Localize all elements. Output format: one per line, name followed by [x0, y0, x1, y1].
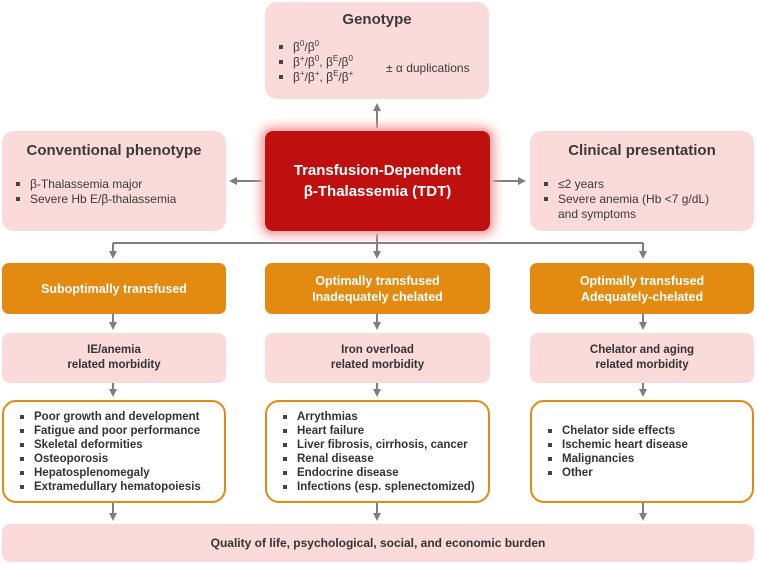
list-item: Chelator side effects [548, 424, 742, 438]
list-item: Osteoporosis [20, 452, 214, 466]
inadequately-chelated-header: Optimally transfused Inadequately chelat… [265, 263, 490, 314]
morbidity-line: related morbidity [595, 359, 689, 371]
list-item: Fatigue and poor performance [20, 424, 214, 438]
list-item: Severe Hb E/β-thalassemia [16, 192, 176, 207]
list-item: Poor growth and development [20, 410, 214, 424]
list-item: Malignancies [548, 452, 742, 466]
col3-morbidity-list-box: Chelator side effects Ischemic heart dis… [530, 400, 754, 503]
header-line: Adequately-chelated [580, 289, 704, 304]
ie-anemia-morbidity-box: IE/anemia related morbidity [2, 333, 226, 383]
list-item: ≤2 years [544, 177, 709, 192]
col3-morbidity-list: Chelator side effects Ischemic heart dis… [548, 424, 742, 480]
quality-of-life-footer: Quality of life, psychological, social, … [2, 524, 754, 562]
chelator-aging-morbidity-box: Chelator and aging related morbidity [530, 333, 754, 383]
header-line: Suboptimally transfused [41, 281, 187, 296]
list-item: Liver fibrosis, cirrhosis, cancer [283, 438, 478, 452]
genotype-item: β+/β+, βE/β+ [279, 70, 353, 85]
clinical-presentation-title: Clinical presentation [568, 142, 716, 159]
clinical-presentation-box: Clinical presentation ≤2 years Severe an… [530, 131, 754, 231]
header-line: Inadequately chelated [312, 289, 443, 304]
list-item: Endocrine disease [283, 466, 478, 480]
tdt-title-line2: β-Thalassemia (TDT) [303, 183, 452, 200]
conventional-phenotype-title: Conventional phenotype [26, 142, 202, 159]
conventional-phenotype-box: Conventional phenotype β-Thalassemia maj… [2, 131, 226, 231]
list-item: Extramedullary hematopoiesis [20, 480, 214, 494]
list-item: Skeletal deformities [20, 438, 214, 452]
morbidity-line: Chelator and aging [589, 344, 695, 356]
list-item: Heart failure [283, 424, 478, 438]
tdt-title-line1: Transfusion-Dependent [293, 162, 462, 179]
header-line: Optimally transfused [579, 273, 705, 288]
list-item: Infections (esp. splenectomized) [283, 480, 478, 494]
list-item: Hepatosplenomegaly [20, 466, 214, 480]
duplications-note: ± α duplications [386, 61, 470, 75]
col1-morbidity-list-box: Poor growth and development Fatigue and … [2, 400, 226, 503]
col1-morbidity-list: Poor growth and development Fatigue and … [20, 410, 214, 494]
header-line: Optimally transfused [315, 273, 440, 288]
clinical-continuation: and symptoms [558, 207, 637, 221]
clinical-presentation-list: ≤2 years Severe anemia (Hb <7 g/dL) [544, 177, 709, 207]
morbidity-line: related morbidity [67, 359, 161, 371]
col2-morbidity-list: Arrythmias Heart failure Liver fibrosis,… [283, 410, 478, 494]
list-item: Arrythmias [283, 410, 478, 424]
list-item: Renal disease [283, 452, 478, 466]
list-item: β-Thalassemia major [16, 177, 176, 192]
genotype-item: β+/β0, βE/β0 [279, 55, 353, 70]
list-item: Other [548, 466, 742, 480]
list-item: Severe anemia (Hb <7 g/dL) [544, 192, 709, 207]
iron-overload-morbidity-box: Iron overload related morbidity [265, 333, 490, 383]
suboptimally-transfused-header: Suboptimally transfused [2, 263, 226, 314]
conventional-phenotype-list: β-Thalassemia major Severe Hb E/β-thalas… [16, 177, 176, 207]
morbidity-line: related morbidity [330, 359, 425, 371]
list-item: Ischemic heart disease [548, 438, 742, 452]
morbidity-line: Iron overload [341, 344, 414, 356]
morbidity-line: IE/anemia [87, 344, 141, 356]
adequately-chelated-header: Optimally transfused Adequately-chelated [530, 263, 754, 314]
tdt-center-box: Transfusion-Dependent β-Thalassemia (TDT… [265, 131, 490, 231]
genotype-item: β0/β0 [279, 40, 353, 55]
genotype-title: Genotype [342, 11, 412, 28]
col2-morbidity-list-box: Arrythmias Heart failure Liver fibrosis,… [265, 400, 490, 503]
footer-text: Quality of life, psychological, social, … [210, 535, 546, 550]
